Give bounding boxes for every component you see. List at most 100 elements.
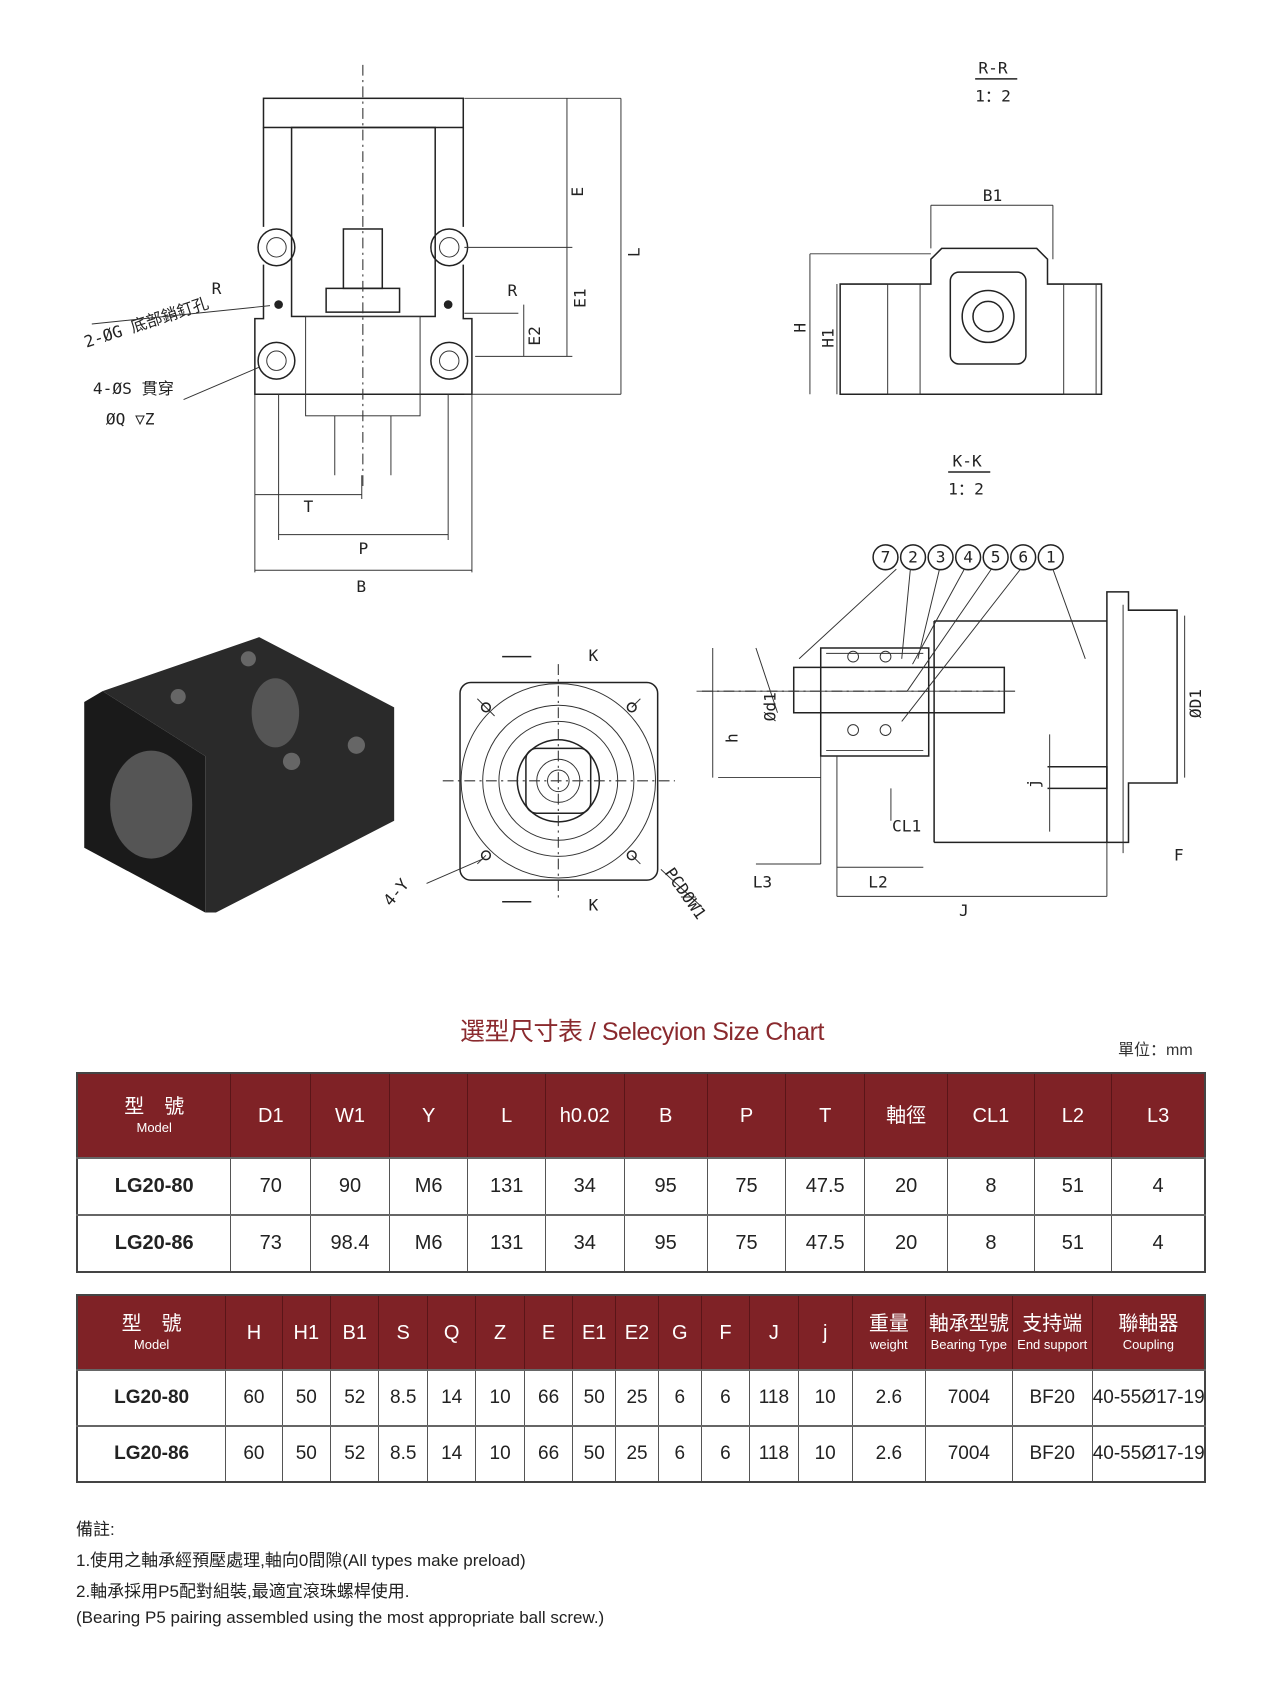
column-header-label: D1 xyxy=(258,1104,284,1127)
value-cell: 50 xyxy=(572,1369,617,1427)
column-header-label: B1 xyxy=(342,1321,367,1344)
balloon-number: 6 xyxy=(1018,548,1028,567)
column-header-label: j xyxy=(822,1321,828,1344)
column-header: Q xyxy=(426,1295,477,1370)
column-header-label: G xyxy=(672,1321,688,1344)
value-cell: 118 xyxy=(749,1425,799,1483)
note-2: 2.軸承採用P5配對組裝,最適宜滾珠螺桿使用. xyxy=(76,1582,410,1601)
value-cell: 75 xyxy=(706,1214,787,1273)
value-cell: 75 xyxy=(706,1157,787,1216)
value-cell: 8.5 xyxy=(378,1425,428,1483)
column-header: L xyxy=(467,1073,546,1158)
label-J: J xyxy=(959,901,969,920)
front-view-drawing xyxy=(426,655,703,908)
value-cell: 8.5 xyxy=(378,1369,428,1427)
column-header: G xyxy=(657,1295,702,1370)
value-cell: BF20 xyxy=(1011,1369,1093,1427)
balloon-circle xyxy=(899,544,927,571)
column-header: S xyxy=(378,1295,428,1370)
column-header: 軸徑 xyxy=(864,1073,949,1158)
note-3: (Bearing P5 pairing assembled using the … xyxy=(76,1608,605,1627)
column-header: E1 xyxy=(572,1295,617,1370)
column-header-label: L xyxy=(501,1104,513,1127)
column-header-label: L3 xyxy=(1146,1104,1170,1127)
balloon-number: 7 xyxy=(881,548,891,567)
isometric-view xyxy=(84,637,395,913)
value-cell: 95 xyxy=(623,1157,708,1216)
value-cell: 40-55Ø17-19 xyxy=(1091,1425,1206,1483)
label-B: B xyxy=(356,577,366,596)
top-view-drawing xyxy=(254,64,622,573)
column-header: D1 xyxy=(230,1073,312,1158)
value-cell: 20 xyxy=(864,1157,949,1216)
column-header: E xyxy=(523,1295,574,1370)
value-cell: BF20 xyxy=(1011,1425,1093,1483)
value-cell: 8 xyxy=(947,1214,1035,1273)
balloon-circle xyxy=(1037,544,1064,571)
label-L2: L2 xyxy=(868,873,888,892)
kk-scale-label: 1：2 xyxy=(948,480,984,499)
value-cell: 47.5 xyxy=(785,1214,866,1273)
column-header: H1 xyxy=(281,1295,332,1370)
balloon-circle xyxy=(927,544,954,571)
column-header-label: Z xyxy=(494,1321,507,1344)
label-E2: E2 xyxy=(525,326,544,346)
value-cell: 90 xyxy=(310,1157,390,1216)
value-cell: 50 xyxy=(281,1425,332,1483)
balloon-number: 1 xyxy=(1046,548,1056,567)
balloon-number: 4 xyxy=(963,548,973,567)
rr-section-drawing xyxy=(809,204,1103,395)
model-cell: LG20-86 xyxy=(76,1214,232,1273)
label-L: L xyxy=(624,247,643,257)
note-1: 1.使用之軸承經預壓處理,軸向0間隙(All types make preloa… xyxy=(76,1551,526,1570)
column-header: j xyxy=(797,1295,853,1370)
column-header-label: E2 xyxy=(624,1321,650,1344)
value-cell: 98.4 xyxy=(310,1214,390,1273)
label-L3: L3 xyxy=(753,873,773,892)
column-header-label: S xyxy=(396,1321,410,1344)
value-cell: 6 xyxy=(700,1425,751,1483)
value-cell: 4 xyxy=(1111,1157,1206,1216)
label-F: F xyxy=(1174,846,1184,865)
model-cell: LG20-80 xyxy=(76,1157,232,1216)
value-cell: 95 xyxy=(623,1214,708,1273)
column-header-label: 重量 xyxy=(868,1312,909,1335)
value-cell: 25 xyxy=(615,1369,659,1427)
column-header-label: P xyxy=(739,1104,754,1127)
unit-label: 單位：mm xyxy=(1118,1042,1193,1059)
value-cell: 60 xyxy=(225,1425,283,1483)
column-header-label: L2 xyxy=(1061,1104,1085,1127)
column-header-label: Y xyxy=(421,1104,436,1127)
label-h: h xyxy=(723,733,742,743)
balloon-number: 3 xyxy=(936,548,946,567)
column-header-sublabel: Model xyxy=(136,1119,172,1135)
kk-section-drawing xyxy=(696,568,1186,897)
column-header-sublabel: Coupling xyxy=(1122,1336,1175,1352)
rr-scale-label: 1：2 xyxy=(975,87,1011,106)
column-header: E2 xyxy=(615,1295,659,1370)
label-PCD: PCDØW1 xyxy=(661,864,710,923)
value-cell: 8 xyxy=(947,1157,1035,1216)
label-E: E xyxy=(568,187,587,197)
label-d1: Ød1 xyxy=(760,692,779,721)
column-header-label: H1 xyxy=(293,1321,320,1344)
value-cell: 2.6 xyxy=(851,1369,926,1427)
value-cell: 10 xyxy=(475,1369,525,1427)
label-T: T xyxy=(303,497,313,516)
label-B1: B1 xyxy=(983,186,1003,205)
column-header: Y xyxy=(388,1073,469,1158)
value-cell: 34 xyxy=(544,1214,625,1273)
label-R-right: R xyxy=(508,281,518,300)
value-cell: 10 xyxy=(797,1369,853,1427)
value-cell: 6 xyxy=(657,1425,702,1483)
column-header: L2 xyxy=(1033,1073,1113,1158)
column-header: T xyxy=(785,1073,866,1158)
value-cell: 52 xyxy=(330,1369,380,1427)
